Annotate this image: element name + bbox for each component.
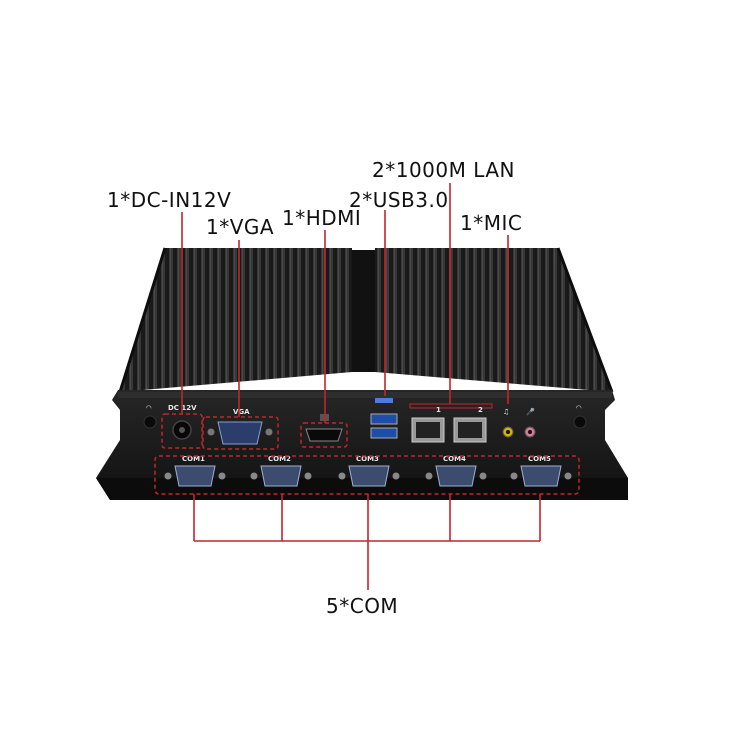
com3-label: COM3 <box>356 455 379 463</box>
audio-jacks: ♫ 🎤 <box>502 407 536 438</box>
usb3-ports <box>370 398 398 439</box>
com5-label: COM5 <box>528 455 551 463</box>
headphone-icon: ♫ <box>503 408 509 416</box>
com-callout-label: 5*COM <box>326 594 399 618</box>
com3-port <box>338 465 400 487</box>
com-ports: COM1 COM2 COM3 COM4 COM5 <box>164 455 572 487</box>
callout-lines <box>181 183 541 590</box>
antenna-hole-left <box>143 415 157 429</box>
lan1-label: 1 <box>436 406 441 414</box>
com4-port <box>425 465 487 487</box>
antenna-hole-right <box>573 415 587 429</box>
mic-callout-label: 1*MIC <box>460 211 523 235</box>
com-highlight-box <box>154 455 580 495</box>
com2-port <box>250 465 312 487</box>
mic-icon: 🎤 <box>526 407 535 416</box>
com1-label: COM1 <box>182 455 205 463</box>
hdmi-callout-label: 1*HDMI <box>282 206 362 230</box>
com1-port <box>164 465 226 487</box>
com4-label: COM4 <box>443 455 466 463</box>
lan-ports: 1 2 <box>409 403 493 443</box>
usb-callout-label: 2*USB3.0 <box>349 188 449 212</box>
lan-callout-label: 2*1000M LAN <box>372 158 515 182</box>
lan2-label: 2 <box>478 406 483 414</box>
hdmi-highlight-box <box>300 422 348 448</box>
com5-port <box>510 465 572 487</box>
wifi-icon-right: ◠ <box>576 404 582 412</box>
vga-port: VGA <box>207 408 273 445</box>
vga-callout-label: 1*VGA <box>206 215 275 239</box>
heatsink-fins <box>118 247 614 393</box>
dc-callout-label: 1*DC-IN12V <box>107 188 232 212</box>
wifi-icon-left: ◠ <box>146 404 152 412</box>
vga-highlight-box <box>202 416 279 450</box>
vga-port-label: VGA <box>233 408 250 416</box>
com2-label: COM2 <box>268 455 291 463</box>
